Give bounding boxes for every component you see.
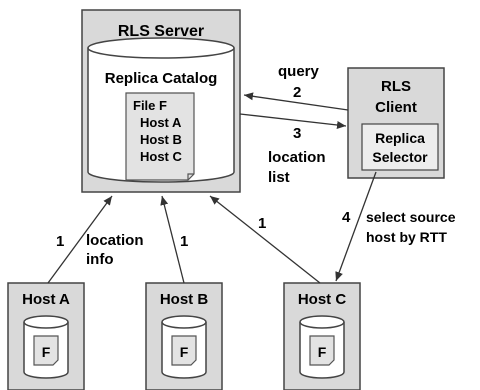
host-b: Host B F — [145, 282, 223, 390]
file-document-shape — [125, 92, 195, 181]
select-source-line-1: select source — [366, 209, 456, 225]
host-c-name: Host C — [298, 291, 347, 308]
host-c-file-icon — [309, 335, 335, 366]
step-1-label-host-b: 1 — [180, 233, 188, 250]
host-c: Host C F — [283, 282, 361, 390]
rls-server: RLS Server Replica Catalog File F Host A… — [81, 9, 241, 193]
arrow-query-client-to-server — [243, 92, 349, 111]
arrow-select-host-c — [335, 171, 377, 282]
host-b-name: Host B — [160, 291, 209, 308]
step-4-label: 4 — [342, 209, 351, 226]
replica-selector-line-1: Replica — [375, 130, 425, 146]
host-b-cylinder-top — [161, 315, 207, 329]
step-1-label-host-a: 1 — [56, 233, 64, 250]
step-3-label: 3 — [293, 125, 301, 142]
location-list-line-2: list — [268, 169, 290, 186]
host-a: Host A F — [7, 282, 85, 390]
rls-client-title-line-1: RLS — [381, 78, 411, 95]
query-label: query — [278, 63, 320, 80]
location-list-line-1: location — [268, 149, 326, 166]
replica-selector-line-2: Selector — [372, 149, 428, 165]
replica-selector-box — [361, 123, 439, 171]
host-c-file-label: F — [318, 344, 327, 360]
host-b-file-icon — [171, 335, 197, 366]
host-a-name: Host A — [22, 291, 70, 308]
file-document-fold — [187, 173, 194, 180]
rls-server-title: RLS Server — [118, 23, 204, 40]
file-line-title: File F — [133, 98, 167, 113]
location-info-line-2: info — [86, 251, 114, 268]
arrow-host-c-to-server — [209, 195, 321, 284]
arrow-host-b-to-server — [160, 195, 185, 284]
replica-catalog-label: Replica Catalog — [105, 70, 218, 87]
step-2-label: 2 — [293, 84, 301, 101]
location-info-line-1: location — [86, 232, 144, 249]
host-a-cylinder-top — [23, 315, 69, 329]
arrow-location-list-server-to-client — [239, 113, 347, 129]
file-line-host-c: Host C — [140, 149, 183, 164]
file-line-host-a: Host A — [140, 115, 182, 130]
catalog-cylinder-top — [87, 37, 235, 59]
step-1-label-host-c: 1 — [258, 215, 266, 232]
select-source-line-2: host by RTT — [366, 229, 447, 245]
arrow-host-a-to-server — [47, 195, 113, 284]
file-line-host-b: Host B — [140, 132, 182, 147]
host-c-cylinder-top — [299, 315, 345, 329]
rls-client-title-line-2: Client — [375, 99, 417, 116]
host-b-file-label: F — [180, 344, 189, 360]
rls-client: RLS Client Replica Selector — [347, 67, 445, 179]
file-f-document — [125, 92, 195, 181]
host-a-file-label: F — [42, 344, 51, 360]
host-a-file-icon — [33, 335, 59, 366]
